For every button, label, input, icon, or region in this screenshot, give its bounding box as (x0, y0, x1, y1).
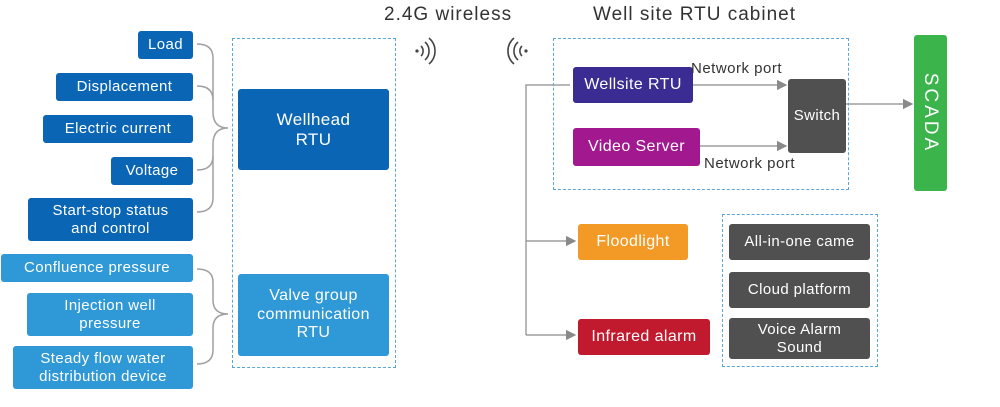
sensor-confluence-pressure: Confluence pressure (1, 254, 193, 282)
network-port-label-bottom: Network port (704, 155, 796, 172)
device-voice-alarm-sound: Voice Alarm Sound (729, 318, 870, 359)
floodlight: Floodlight (578, 224, 688, 260)
sensor-voltage: Voltage (111, 157, 193, 185)
device-cloud-platform: Cloud platform (729, 272, 870, 308)
scada: SCADA (914, 35, 947, 191)
sensor-electric-current: Electric current (43, 115, 193, 143)
sensor-injection-well-pressure: Injection well pressure (27, 293, 193, 336)
scada-label: SCADA (920, 72, 942, 154)
cabinet-dashed-container (553, 38, 849, 190)
devices-dashed-container (722, 214, 878, 367)
wireless-header: 2.4G wireless (384, 4, 513, 25)
distribution-line (525, 84, 570, 335)
sensor-steady-flow: Steady flow water distribution device (13, 346, 193, 389)
wellhead-rtu: Wellhead RTU (238, 89, 389, 170)
wireless-signal-icon-out (415, 37, 436, 65)
device-all-in-one-camera: All-in-one came (729, 224, 870, 260)
cabinet-header: Well site RTU cabinet (593, 4, 796, 25)
valve-group-rtu: Valve group communication RTU (238, 274, 389, 356)
brace-bottom-group (196, 268, 229, 365)
sensor-displacement: Displacement (56, 73, 193, 101)
video-server: Video Server (573, 128, 700, 166)
brace-top-group (196, 43, 229, 213)
sensor-start-stop: Start-stop status and control (28, 198, 193, 241)
wireless-signal-icon-in (507, 37, 528, 65)
rtu-dashed-container (232, 38, 396, 368)
infrared-alarm: Infrared alarm (578, 319, 710, 355)
wellsite-rtu: Wellsite RTU (573, 67, 693, 103)
switch: Switch (788, 79, 846, 153)
sensor-load: Load (138, 31, 193, 59)
network-port-label-top: Network port (691, 60, 783, 77)
